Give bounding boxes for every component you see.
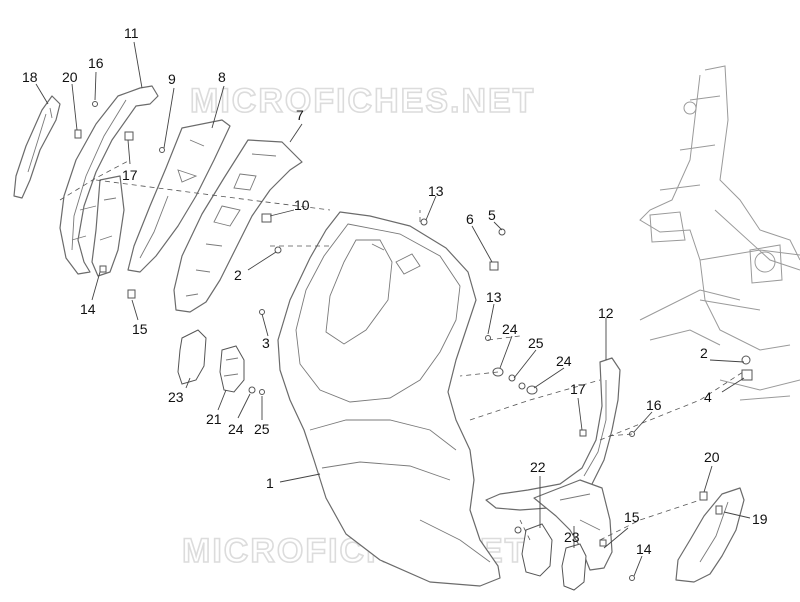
part-23-cover-right xyxy=(561,543,587,591)
part-19-side-trim xyxy=(675,487,745,583)
callout-24-c: 24 xyxy=(228,421,244,437)
callout-9: 9 xyxy=(168,71,176,87)
assembly-lines xyxy=(59,159,747,541)
callout-20-right: 20 xyxy=(704,449,720,465)
part-7-shield-panel xyxy=(173,139,303,313)
part-21-reflector xyxy=(219,345,245,393)
part-8-center-trim xyxy=(127,119,231,273)
callout-15-left: 15 xyxy=(132,321,148,337)
callouts: 18 20 16 11 9 8 7 17 10 2 13 6 5 3 14 15… xyxy=(22,25,768,557)
callout-23-left: 23 xyxy=(168,389,184,405)
part-1-front-shield xyxy=(277,211,501,587)
callout-13-mid: 13 xyxy=(486,289,502,305)
small-covers-right xyxy=(521,523,587,591)
callout-15-right: 15 xyxy=(624,509,640,525)
callout-7: 7 xyxy=(296,107,304,123)
part-23-cover-left xyxy=(177,329,207,385)
callout-25-b: 25 xyxy=(254,421,270,437)
frame-assembly xyxy=(639,65,800,401)
callout-21: 21 xyxy=(206,411,222,427)
callout-24-b: 24 xyxy=(556,353,572,369)
callout-2-right: 2 xyxy=(700,345,708,361)
part-18-side-trim xyxy=(13,95,61,199)
part-14-right-panel xyxy=(533,479,613,571)
callout-20-left: 20 xyxy=(62,69,78,85)
callout-5: 5 xyxy=(488,207,496,223)
callout-6: 6 xyxy=(466,211,474,227)
callout-12: 12 xyxy=(598,305,614,321)
callout-3: 3 xyxy=(262,335,270,351)
callout-24-a: 24 xyxy=(502,321,518,337)
small-covers-left xyxy=(177,329,245,393)
part-14-left-bracket xyxy=(91,175,125,277)
part-22-reflector xyxy=(521,523,553,577)
callout-2-left: 2 xyxy=(234,267,242,283)
callout-8: 8 xyxy=(218,69,226,85)
callout-10: 10 xyxy=(294,197,310,213)
callout-25-a: 25 xyxy=(528,335,544,351)
callout-14-left: 14 xyxy=(80,301,96,317)
watermark-top: MICROFICHES.NET xyxy=(190,82,535,120)
part-11-frame-trim xyxy=(59,85,159,275)
callout-18: 18 xyxy=(22,69,38,85)
callout-22: 22 xyxy=(530,459,546,475)
callout-23-right: 23 xyxy=(564,529,580,545)
hardware xyxy=(74,101,753,581)
callout-17-left: 17 xyxy=(122,167,138,183)
callout-4: 4 xyxy=(704,389,712,405)
callout-13-top: 13 xyxy=(428,183,444,199)
callout-19: 19 xyxy=(752,511,768,527)
callout-16-right: 16 xyxy=(646,397,662,413)
callout-16-left: 16 xyxy=(88,55,104,71)
callout-14-right: 14 xyxy=(636,541,652,557)
leader-lines xyxy=(35,41,751,577)
callout-11: 11 xyxy=(124,25,139,41)
callout-1: 1 xyxy=(266,475,274,491)
callout-17-right: 17 xyxy=(570,381,586,397)
